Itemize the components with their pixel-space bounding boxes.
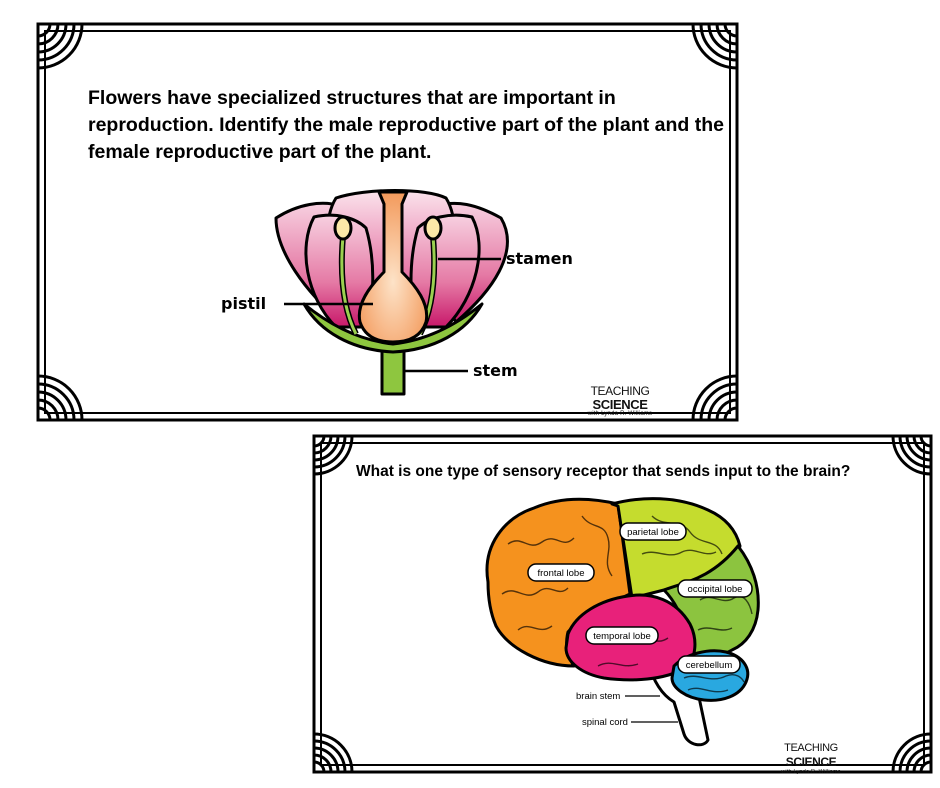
card-border <box>36 22 739 422</box>
teaching-science-logo: TEACHING SCIENCE with Lynda R. Williams <box>572 384 668 418</box>
label-stem: stem <box>473 361 518 380</box>
brand-author: with Lynda R. Williams <box>781 769 841 775</box>
label-temporal-lobe: temporal lobe <box>593 631 651 642</box>
anther-left <box>333 215 353 241</box>
brain-diagram: parietal lobe frontal lobe occipital lob… <box>485 497 760 747</box>
label-brain-stem: brain stem <box>576 691 620 702</box>
label-frontal-lobe: frontal lobe <box>537 568 584 579</box>
flower-question-card: Flowers have specialized structures that… <box>36 22 739 422</box>
label-stamen: stamen <box>506 249 573 268</box>
flower-receptacle <box>302 302 484 354</box>
anther-right <box>423 215 443 241</box>
brand-teaching: TEACHING <box>784 742 838 754</box>
brand-science: SCIENCE <box>592 397 648 412</box>
brain-question-text: What is one type of sensory receptor tha… <box>356 463 851 480</box>
brand-teaching: TEACHING <box>590 384 650 398</box>
flower-question-text: Flowers have specialized structures that… <box>88 87 724 163</box>
label-occipital-lobe: occipital lobe <box>688 584 743 595</box>
brand-science: SCIENCE <box>785 755 837 769</box>
label-cerebellum: cerebellum <box>686 660 733 671</box>
brain-question-card: What is one type of sensory receptor tha… <box>312 434 933 776</box>
stamen-filament-left-inner <box>340 235 358 335</box>
card-border <box>312 434 933 774</box>
flower-diagram: stamen pistil stem <box>221 189 573 396</box>
teaching-science-logo: TEACHING SCIENCE with Lynda R. Williams <box>768 740 854 776</box>
pistil-shape <box>357 190 429 344</box>
brand-author: with Lynda R. Williams <box>587 411 653 417</box>
label-pistil: pistil <box>221 294 266 313</box>
label-parietal-lobe: parietal lobe <box>627 527 679 538</box>
label-spinal-cord: spinal cord <box>582 717 628 728</box>
